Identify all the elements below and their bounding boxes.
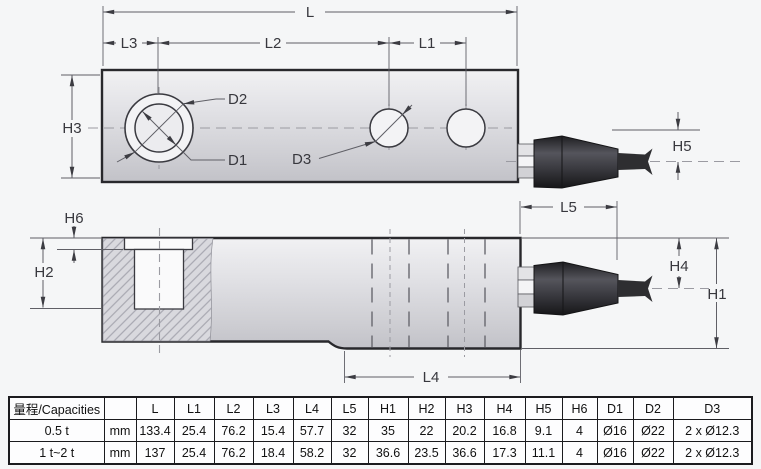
dim-label-d2: D2 [228, 91, 247, 108]
dim-label-l2: L2 [265, 35, 282, 52]
col-header-l3: L3 [252, 396, 294, 420]
side-view: L5 H6 H2 H4 H1 L4 [30, 199, 729, 386]
side-view-centerlines [158, 228, 709, 357]
spec-value: 137 [135, 441, 175, 465]
dim-label-l: L [306, 4, 314, 21]
col-header-d3: D3 [672, 396, 753, 420]
top-view-dimensions [61, 6, 700, 180]
dim-label-d3: D3 [292, 151, 311, 168]
dimension-drawing: D2 D1 D3 [30, 4, 741, 386]
col-header-l4: L4 [292, 396, 332, 420]
unit-cell: mm [103, 419, 137, 442]
spec-value: 4 [561, 441, 598, 465]
spec-value: 25.4 [173, 441, 215, 465]
spec-value: 32 [330, 419, 369, 442]
spec-value: 20.2 [444, 419, 485, 442]
dim-label-h6: H6 [64, 210, 83, 227]
spec-header-row: 量程/Capacities L L1 L2 L3 L4 L5 H1 H2 H3 … [8, 396, 753, 420]
spec-table: 量程/Capacities L L1 L2 L3 L4 L5 H1 H2 H3 … [8, 396, 753, 465]
side-view-dimensions [30, 201, 729, 383]
col-header-unit [103, 396, 137, 420]
spec-value: 36.6 [444, 441, 485, 465]
spec-value: 18.4 [252, 441, 294, 465]
spec-value: Ø16 [596, 441, 634, 465]
spec-value: 2 x Ø12.3 [672, 441, 753, 465]
col-header-h5: H5 [524, 396, 563, 420]
dim-label-h3: H3 [62, 120, 81, 137]
spec-value: Ø22 [632, 441, 674, 465]
counterbore-recess [123, 237, 194, 251]
col-header-l1: L1 [173, 396, 215, 420]
spec-value: 4 [561, 419, 598, 442]
top-view: D2 D1 D3 [61, 4, 741, 189]
col-header-l5: L5 [330, 396, 369, 420]
col-header-d1: D1 [596, 396, 634, 420]
col-header-h1: H1 [367, 396, 409, 420]
spec-value: 11.1 [524, 441, 563, 465]
diameter-leaders [116, 98, 413, 163]
dim-label-h4: H4 [669, 258, 688, 275]
spec-value: Ø16 [596, 419, 634, 442]
spec-value: 76.2 [213, 419, 254, 442]
spec-value: 36.6 [367, 441, 409, 465]
spec-value: 15.4 [252, 419, 294, 442]
col-header-h4: H4 [483, 396, 526, 420]
spec-value: 23.5 [407, 441, 446, 465]
spec-value: 57.7 [292, 419, 332, 442]
dim-label-h2: H2 [34, 264, 53, 281]
unit-cell: mm [103, 441, 137, 465]
dim-label-h5: H5 [672, 138, 691, 155]
hatched-section [102, 237, 214, 342]
load-hole-d3-right [446, 108, 486, 148]
col-header-h3: H3 [444, 396, 485, 420]
spec-value: 17.3 [483, 441, 526, 465]
spec-value: 25.4 [173, 419, 215, 442]
col-header-l: L [135, 396, 175, 420]
spec-value: 16.8 [483, 419, 526, 442]
cable-top [618, 148, 653, 175]
dim-label-l4: L4 [423, 369, 440, 386]
spec-row-0-5t: 0.5 t mm 133.4 25.4 76.2 15.4 57.7 32 35… [8, 419, 753, 442]
cable-side [618, 275, 653, 302]
spec-row-1-2t: 1 t~2 t mm 137 25.4 76.2 18.4 58.2 32 36… [8, 441, 753, 465]
dim-label-h1: H1 [707, 286, 726, 303]
capacity-cell: 0.5 t [8, 419, 105, 442]
spec-value: 22 [407, 419, 446, 442]
spec-value: 32 [330, 441, 369, 465]
dim-label-l5: L5 [560, 199, 577, 216]
cable-gland-side [517, 261, 653, 316]
dim-label-d1: D1 [228, 152, 247, 169]
capacity-cell: 1 t~2 t [8, 441, 105, 465]
col-header-h6: H6 [561, 396, 598, 420]
dim-label-l3: L3 [121, 35, 138, 52]
col-header-l2: L2 [213, 396, 254, 420]
spec-value: 133.4 [135, 419, 175, 442]
spec-value: Ø22 [632, 419, 674, 442]
col-header-d2: D2 [632, 396, 674, 420]
col-header-capacity: 量程/Capacities [8, 396, 105, 420]
spec-value: 2 x Ø12.3 [672, 419, 753, 442]
spec-value: 76.2 [213, 441, 254, 465]
spec-value: 9.1 [524, 419, 563, 442]
cable-gland-top [517, 135, 653, 189]
dim-label-l1: L1 [419, 35, 436, 52]
spec-value: 35 [367, 419, 409, 442]
spec-value: 58.2 [292, 441, 332, 465]
col-header-h2: H2 [407, 396, 446, 420]
